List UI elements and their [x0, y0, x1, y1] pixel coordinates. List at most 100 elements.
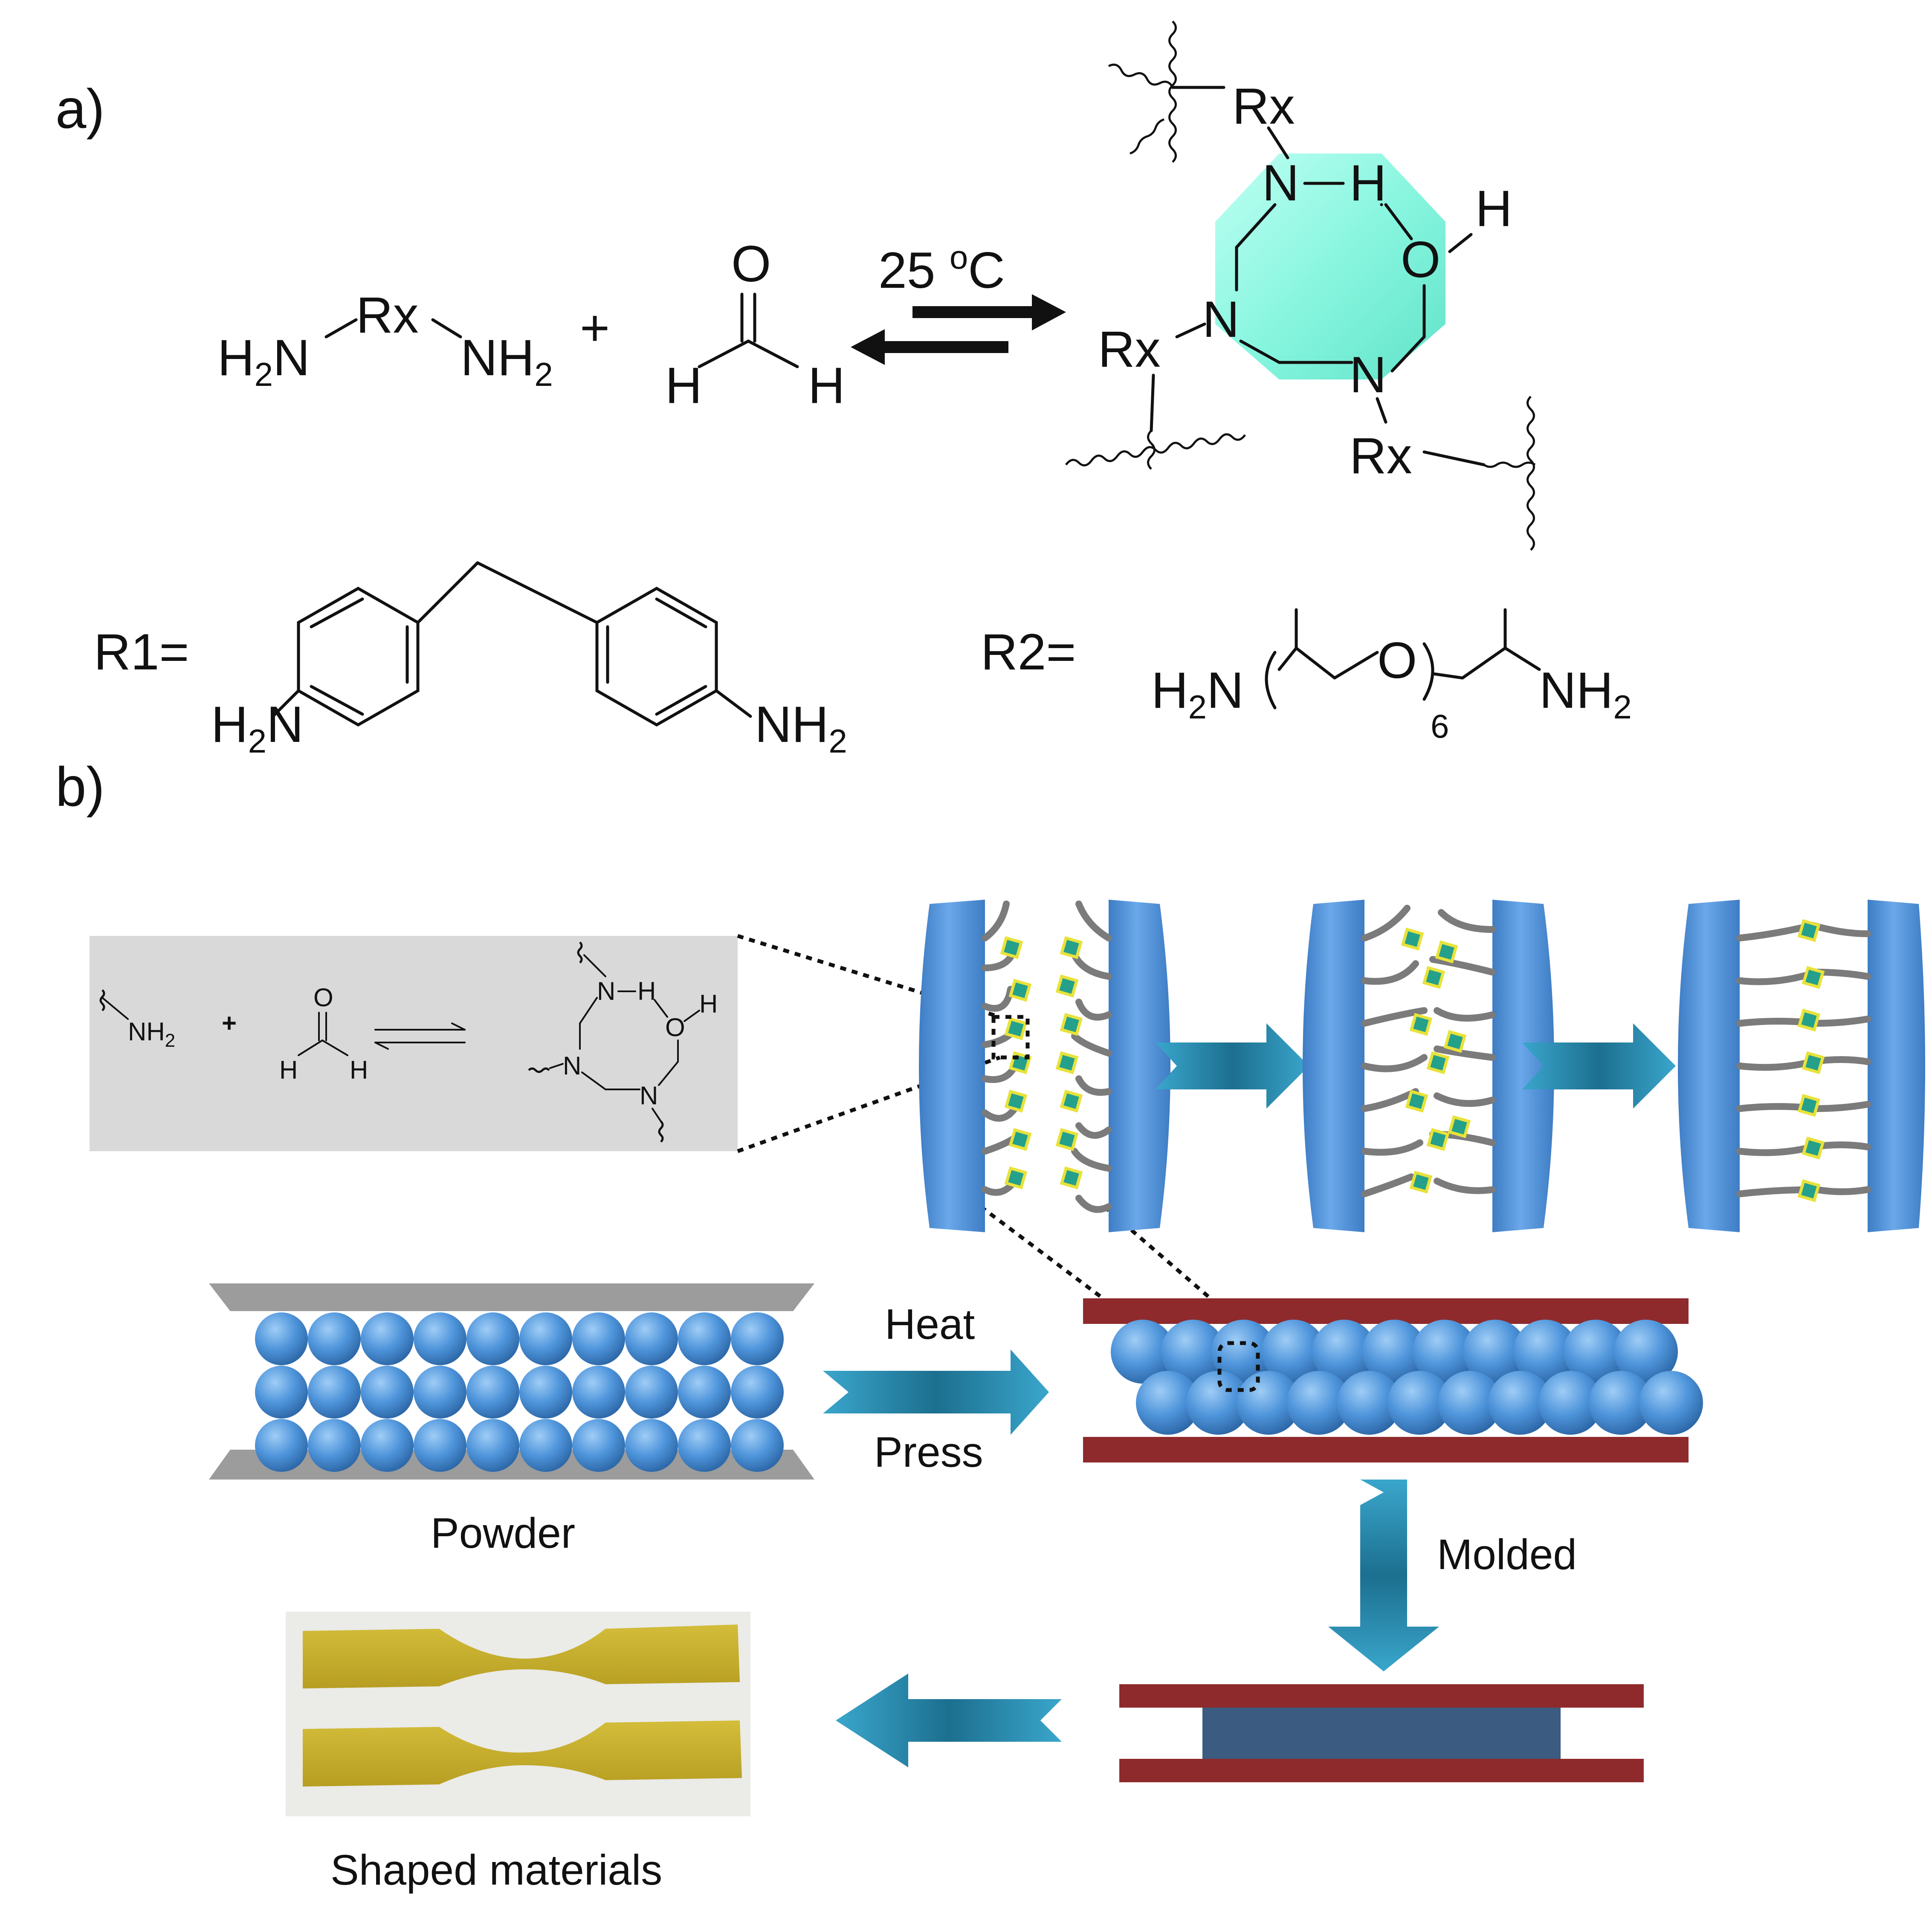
product-ring: N H O H N N Rx Rx Rx [1065, 20, 1536, 551]
svg-text:O: O [313, 983, 333, 1012]
svg-text:NH2: NH2 [128, 1017, 175, 1051]
particle [1614, 1320, 1678, 1384]
svg-text:O: O [665, 1013, 685, 1042]
powder-label: Powder [431, 1509, 575, 1557]
heat-label: Heat [885, 1300, 975, 1348]
panel-a-label: a) [55, 78, 105, 140]
shaped-materials-photo [286, 1612, 750, 1816]
particle [414, 1419, 466, 1472]
particle [308, 1419, 361, 1472]
particle [361, 1366, 414, 1419]
particle [1111, 1320, 1175, 1384]
particle [466, 1419, 519, 1472]
interface-stage-1 [919, 900, 1170, 1232]
particle [1262, 1320, 1326, 1384]
particle [1161, 1320, 1225, 1384]
svg-text:N: N [640, 1081, 658, 1110]
particle [1488, 1371, 1552, 1435]
svg-text:N: N [1202, 291, 1240, 348]
svg-text:25 oC: 25 oC [878, 238, 1005, 299]
particle [678, 1312, 731, 1365]
svg-text:H: H [350, 1056, 368, 1084]
particle [1413, 1320, 1477, 1384]
svg-text:R2=: R2= [981, 623, 1076, 681]
svg-text:NH2: NH2 [1539, 662, 1632, 726]
shaping-arrow [836, 1674, 1062, 1767]
svg-text:NH2: NH2 [755, 696, 847, 760]
svg-text:H: H [1475, 180, 1512, 237]
particle [572, 1419, 625, 1472]
particle [255, 1366, 308, 1419]
particle [466, 1366, 519, 1419]
particle [572, 1312, 625, 1365]
svg-text:O: O [1377, 632, 1417, 689]
dumbbell-specimen-2 [303, 1720, 742, 1787]
interface-stage-2 [1303, 900, 1554, 1232]
particle [731, 1419, 784, 1472]
particle [572, 1366, 625, 1419]
press-label: Press [874, 1428, 983, 1476]
svg-text:H2N: H2N [217, 329, 310, 393]
heat-press-arrow [823, 1349, 1049, 1435]
svg-text:NH2: NH2 [461, 329, 553, 393]
particle [625, 1312, 678, 1365]
svg-text:O: O [1401, 231, 1440, 288]
particle [308, 1312, 361, 1365]
plus-sign: + [580, 299, 610, 356]
reaction-inset: NH2 + O H H N H O H N N [90, 936, 738, 1151]
stage-arrow-2 [1522, 1023, 1676, 1109]
powder-press [209, 1283, 814, 1480]
particle [1463, 1320, 1527, 1384]
molded-arrow [1328, 1480, 1439, 1671]
particle [678, 1419, 731, 1472]
particle [414, 1312, 466, 1365]
svg-text:H: H [808, 357, 845, 414]
svg-text:N: N [1350, 346, 1387, 403]
panel-b-label: b) [55, 756, 105, 818]
svg-text:Rx: Rx [1350, 427, 1412, 484]
particle [519, 1366, 572, 1419]
stage-arrow-1 [1156, 1023, 1309, 1109]
svg-text:H: H [1350, 154, 1387, 211]
hot-press [1083, 1298, 1703, 1462]
particle [466, 1312, 519, 1365]
particle [1362, 1320, 1426, 1384]
molded-label: Molded [1437, 1531, 1577, 1578]
particle [678, 1366, 731, 1419]
particle [731, 1366, 784, 1419]
particle [1136, 1371, 1200, 1435]
particle [255, 1419, 308, 1472]
svg-text:H: H [279, 1056, 298, 1084]
particle [1438, 1371, 1502, 1435]
particle [1589, 1371, 1653, 1435]
svg-text:+: + [222, 1009, 237, 1037]
diamine-reactant: H2N Rx NH2 [217, 287, 553, 393]
particle [361, 1312, 414, 1365]
particle [1237, 1371, 1301, 1435]
r1-structure: R1= H2N NH2 [94, 561, 847, 760]
equilibrium-arrow: 25 oC [851, 238, 1066, 365]
particle [1538, 1371, 1602, 1435]
particle [361, 1419, 414, 1472]
particle [1564, 1320, 1628, 1384]
particle [625, 1366, 678, 1419]
svg-text:6: 6 [1431, 707, 1449, 745]
zoom-line-lower-1 [979, 1205, 1221, 1387]
svg-text:H: H [637, 977, 656, 1005]
rx-label: Rx [356, 287, 419, 344]
r2-structure: R2= H2N O 6 NH2 [981, 608, 1632, 745]
svg-text:H2N: H2N [211, 696, 304, 760]
svg-text:H2N: H2N [1151, 662, 1244, 726]
particle [414, 1366, 466, 1419]
particle [308, 1366, 361, 1419]
svg-text:R1=: R1= [94, 623, 189, 681]
particle [1337, 1371, 1401, 1435]
shaped-materials-label: Shaped materials [330, 1846, 662, 1894]
dumbbell-specimen-1 [303, 1625, 740, 1688]
svg-text:Rx: Rx [1232, 78, 1295, 135]
particle [519, 1419, 572, 1472]
svg-text:O: O [731, 235, 771, 292]
svg-text:N: N [563, 1051, 581, 1080]
formaldehyde: O H H [665, 235, 845, 414]
